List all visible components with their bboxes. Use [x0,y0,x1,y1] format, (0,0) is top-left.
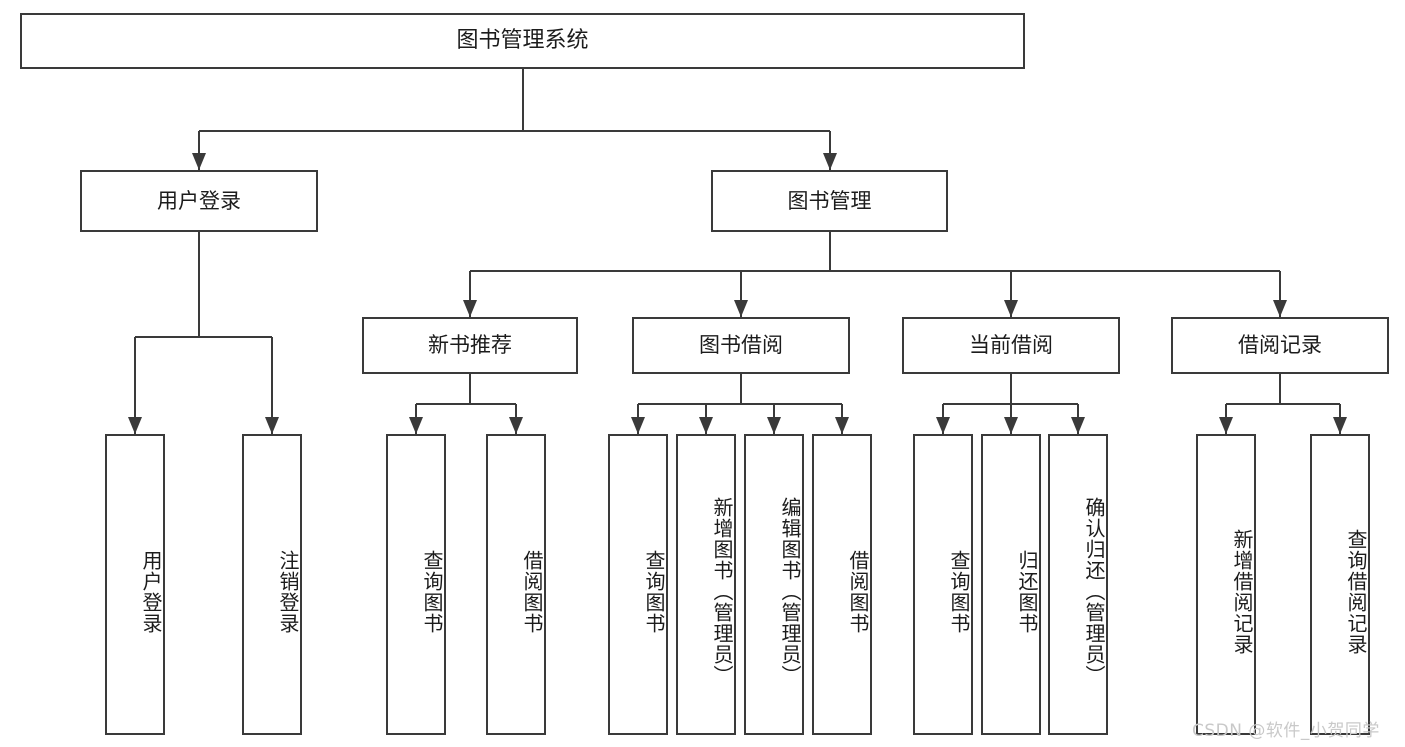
node-leaf-new-1[interactable]: 查询图书 [386,434,446,735]
node-newbook[interactable]: 新书推荐 [362,317,578,374]
node-login[interactable]: 用户登录 [80,170,318,232]
node-label: 用户登录 [139,549,163,634]
node-leaf-bor-3[interactable]: 编辑图书（管理员） [744,434,804,735]
node-label: 新增图书（管理员） [710,497,734,686]
node-bookmgmt[interactable]: 图书管理 [711,170,948,232]
arrowhead-icon [767,417,781,434]
node-leaf-cur-1[interactable]: 查询图书 [913,434,973,735]
node-leaf-new-2[interactable]: 借阅图书 [486,434,546,735]
node-leaf-rec-2[interactable]: 查询借阅记录 [1310,434,1370,735]
node-label: 编辑图书（管理员） [778,497,802,686]
node-label: 归还图书 [1015,549,1039,634]
arrowhead-icon [1004,417,1018,434]
arrowhead-icon [734,300,748,317]
arrowhead-icon [1219,417,1233,434]
node-leaf-cur-2[interactable]: 归还图书 [981,434,1041,735]
arrowhead-icon [1273,300,1287,317]
arrowhead-icon [1333,417,1347,434]
node-records[interactable]: 借阅记录 [1171,317,1389,374]
node-leaf-cur-3[interactable]: 确认归还（管理员） [1048,434,1108,735]
node-leaf-bor-2[interactable]: 新增图书（管理员） [676,434,736,735]
node-label: 确认归还（管理员） [1082,497,1106,686]
arrowhead-icon [699,417,713,434]
arrowhead-icon [1071,417,1085,434]
node-label: 查询图书 [642,549,666,634]
node-current[interactable]: 当前借阅 [902,317,1120,374]
arrowhead-icon [631,417,645,434]
arrowhead-icon [823,153,837,170]
node-root[interactable]: 图书管理系统 [20,13,1025,69]
node-label: 新增借阅记录 [1230,528,1254,655]
arrowhead-icon [265,417,279,434]
node-label: 查询图书 [947,549,971,634]
node-label: 借阅记录 [1238,333,1322,358]
arrowhead-icon [936,417,950,434]
node-label: 图书管理 [787,188,872,213]
arrowhead-icon [463,300,477,317]
node-leaf-bor-4[interactable]: 借阅图书 [812,434,872,735]
arrowhead-icon [128,417,142,434]
node-borrow[interactable]: 图书借阅 [632,317,850,374]
node-leaf-rec-1[interactable]: 新增借阅记录 [1196,434,1256,735]
node-label: 图书借阅 [699,333,783,358]
csdn-watermark: CSDN @软件_小贺同学 [1192,721,1380,741]
node-leaf-login-1[interactable]: 用户登录 [105,434,165,735]
arrowhead-icon [192,153,206,170]
node-label: 注销登录 [276,549,300,634]
arrowhead-icon [409,417,423,434]
arrowhead-icon [1004,300,1018,317]
node-label: 查询图书 [420,549,444,634]
node-label: 用户登录 [157,188,241,213]
node-label: 当前借阅 [969,333,1053,358]
arrowhead-icon [835,417,849,434]
arrowhead-icon [509,417,523,434]
node-label: 新书推荐 [428,333,512,358]
node-leaf-login-2[interactable]: 注销登录 [242,434,302,735]
node-label: 图书管理系统 [456,27,589,53]
node-label: 查询借阅记录 [1344,528,1368,655]
node-label: 借阅图书 [520,549,544,634]
node-leaf-bor-1[interactable]: 查询图书 [608,434,668,735]
node-label: 借阅图书 [846,549,870,634]
